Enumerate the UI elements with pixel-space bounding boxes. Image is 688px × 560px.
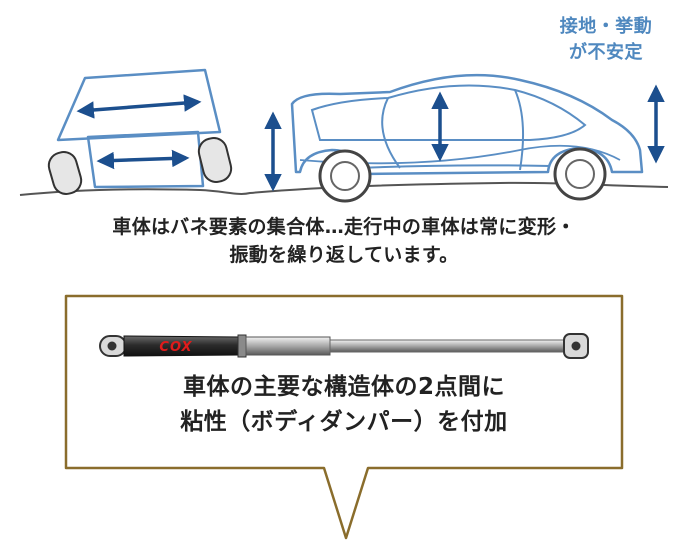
car-front-wheel (553, 147, 607, 201)
car-pillar-front (381, 97, 401, 169)
callout-line-1: 車体の主要な構造体の2点間に (182, 374, 505, 400)
callout-text: 車体の主要な構造体の2点間に 粘性（ボディダンパー）を付加 (66, 370, 622, 440)
caption: 車体はバネ要素の集合体…走行中の車体は常に変形・ 振動を繰り返しています。 (0, 213, 688, 269)
damper-rod (329, 339, 569, 353)
car-rocker-line (359, 164, 551, 169)
twist-arrow-upper (76, 94, 202, 119)
deformed-front-tire (197, 137, 233, 183)
damper-tube (245, 336, 331, 356)
caption-line-1: 車体はバネ要素の集合体…走行中の車体は常に変形・ (112, 216, 576, 238)
callout-box (64, 294, 624, 540)
callout-line-2: 粘性（ボディダンパー）を付加 (180, 409, 508, 435)
car-side-view (264, 73, 665, 203)
deformed-body-lower (86, 130, 205, 189)
twist-arrow-lower (96, 149, 190, 170)
damper-collar (237, 334, 247, 358)
car-window-line (310, 84, 587, 141)
deformed-rear-tire (47, 151, 83, 195)
car-pillar-rear (514, 89, 525, 171)
annotation-line-2: が不安定 (569, 42, 643, 63)
annotation-line-1: 接地・挙動 (559, 16, 653, 37)
deformed-car-body (47, 68, 233, 195)
instability-annotation: 接地・挙動 が不安定 (546, 14, 666, 66)
deformed-body-upper (56, 68, 222, 142)
caption-line-2: 振動を繰り返しています。 (229, 244, 459, 266)
road-line (19, 181, 669, 196)
body-damper: COX (99, 333, 589, 359)
damper-logo: COX (159, 340, 192, 355)
car-rear-wheel (318, 149, 372, 203)
